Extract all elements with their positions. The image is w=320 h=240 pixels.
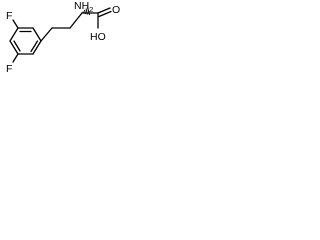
fluorine-bottom-bond [12,53,19,63]
amine-label: NH2 [74,0,93,14]
amine-subscript: 2 [89,5,93,14]
structural-formula: F F NH2 O HO [6,0,120,75]
fluorine-top-bond [12,19,19,29]
carbonyl-oxygen-label: O [112,4,120,16]
ring-bond-5 [9,40,19,55]
ring-double-bond-3 [13,40,21,52]
carboxyl-double-bond-b [98,10,112,18]
ring-bond-6 [9,27,19,42]
fluorine-bottom-label: F [6,63,12,75]
carboxyl-double-bond-a [97,7,111,14]
chain-bond-3 [69,12,83,29]
fluorine-top-label: F [6,10,12,22]
ring-double-bond-2 [30,40,39,53]
benzene-ring [9,27,42,55]
hydroxyl-label: HO [90,31,106,43]
stereo-hashed-bond [82,6,90,16]
chain-bond-1 [40,27,53,42]
ring-bond-3 [32,40,42,55]
amine-text: NH [74,0,89,12]
ring-bond-2 [32,27,42,42]
